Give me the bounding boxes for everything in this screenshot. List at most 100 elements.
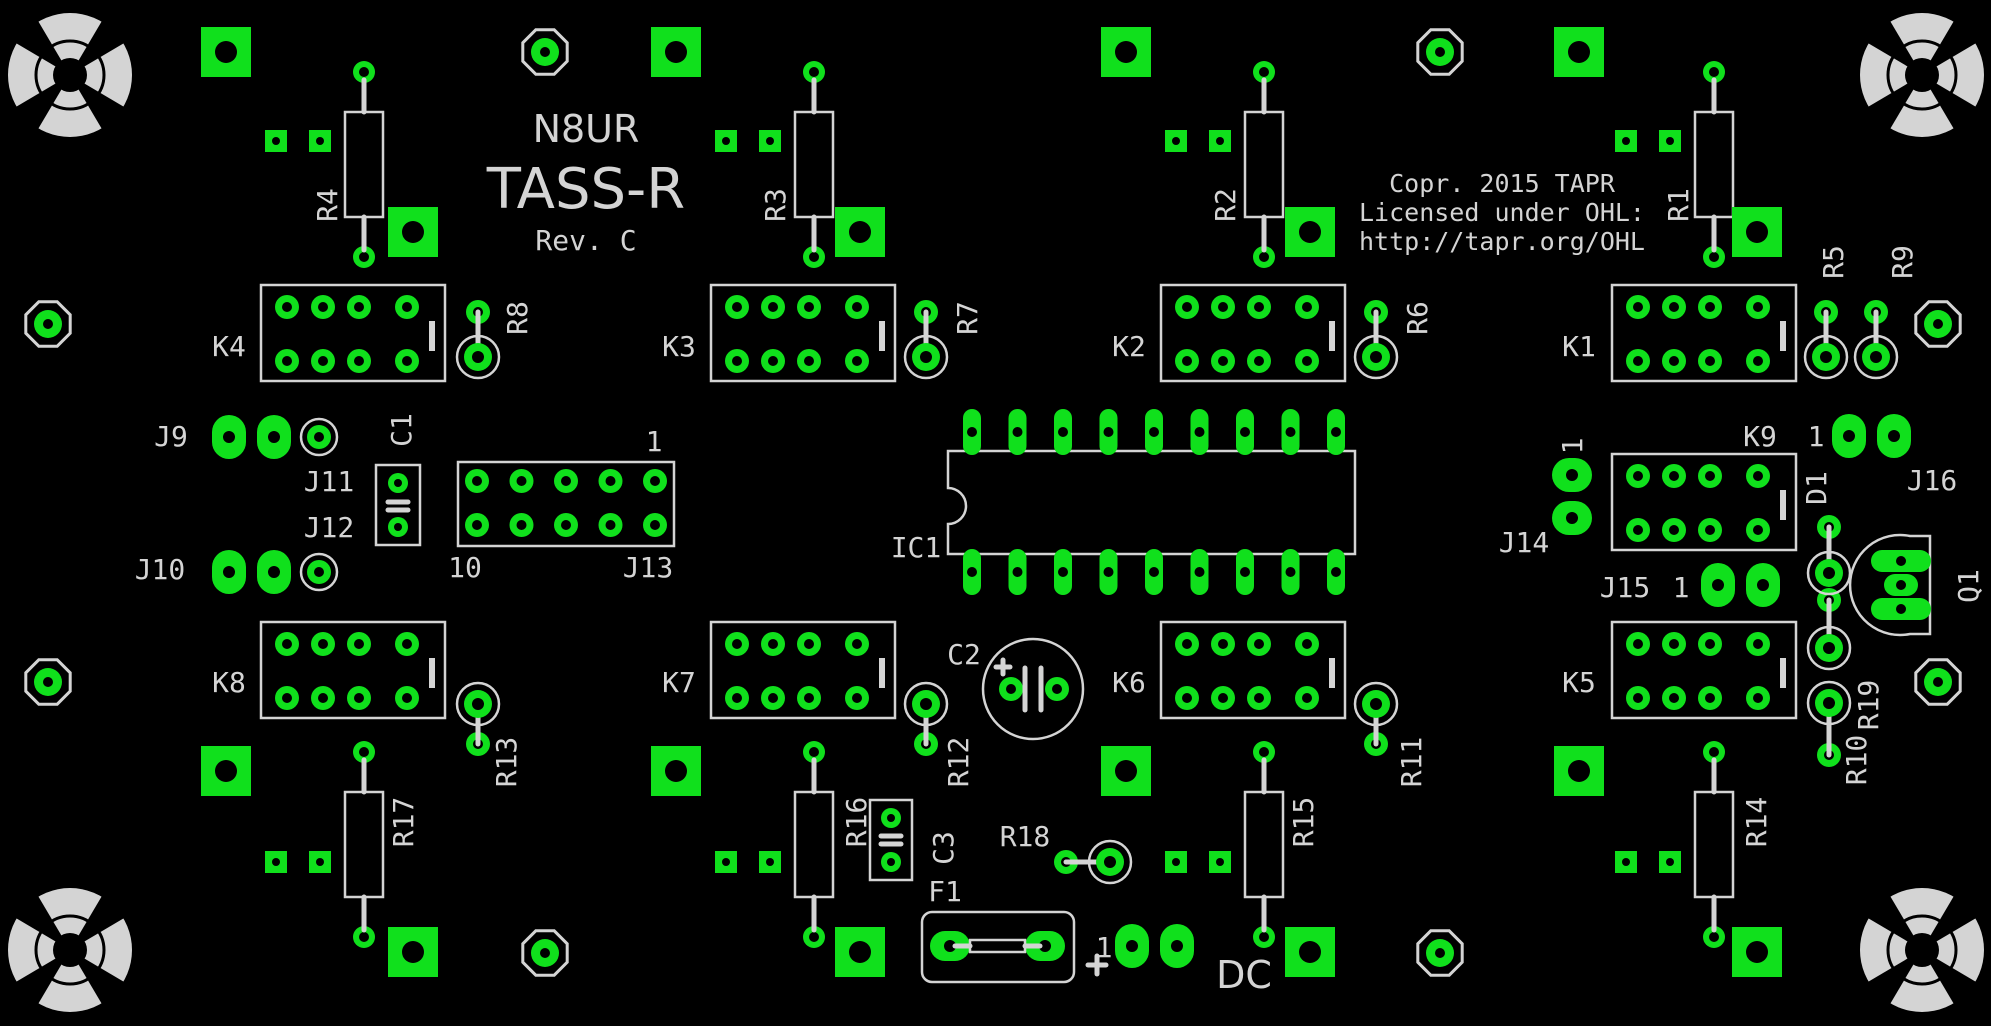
relay-outline [1610, 620, 1798, 720]
label-k4: K4 [212, 330, 246, 363]
pad-pair-7 [1165, 851, 1231, 873]
resistor-r14 [1693, 741, 1735, 948]
label-r19: R19 [1852, 680, 1885, 731]
jumper-outline [299, 552, 339, 592]
relay-k7 [709, 620, 897, 720]
relay-pad-hole [318, 639, 328, 649]
relay-pad-hole [1753, 471, 1763, 481]
relay-pad-hole [282, 302, 292, 312]
relay-pad-hole [1254, 639, 1264, 649]
jumper-pad-hole [1843, 430, 1855, 442]
relay-pad-hole [1705, 525, 1715, 535]
jumper-pad-hole [1712, 579, 1724, 591]
relay-pad-hole [1705, 639, 1715, 649]
relay-k3 [709, 283, 897, 383]
board-title: TASS-R [486, 157, 685, 222]
relay-pad-hole [318, 302, 328, 312]
relay-pad-hole [1705, 302, 1715, 312]
standoff-via-8 [1416, 929, 1464, 977]
relay-pad-hole [1633, 525, 1643, 535]
resistor-pad-bottom-hole [1259, 252, 1269, 262]
resistor-pad-bottom-hole [1823, 697, 1835, 709]
relay-pad-hole [768, 639, 778, 649]
cap-outline [981, 637, 1085, 741]
small-pad-hole [1216, 858, 1224, 866]
pin1-mark-j13: 1 [646, 425, 663, 458]
relay-pad-hole [1705, 693, 1715, 703]
relay-pad-hole [282, 356, 292, 366]
cap-pad-hole [887, 814, 895, 822]
small-pad-hole [1172, 858, 1180, 866]
relay-pad-hole [732, 356, 742, 366]
resistor-r5 [1803, 300, 1849, 380]
relay-pad-hole [804, 356, 814, 366]
relay-pad-hole [402, 302, 412, 312]
relay-k4 [259, 283, 447, 383]
label-r14: R14 [1740, 797, 1773, 848]
small-pad-hole [1622, 137, 1630, 145]
standoff-via-6 [1914, 658, 1962, 706]
header-pad-hole [650, 520, 660, 530]
resistor-pad-bottom-hole [472, 351, 484, 363]
header-pad-hole [472, 520, 482, 530]
square-pad-hole [402, 941, 424, 963]
header-pad-hole [605, 476, 616, 486]
square-pad-8 [1732, 207, 1782, 257]
resistor-r12 [903, 681, 949, 756]
fuse-f1 [920, 910, 1076, 984]
resistor-pad-bottom-hole [809, 252, 819, 262]
square-pad-7 [1285, 207, 1335, 257]
relay-pad-hole [354, 302, 364, 312]
resistor-pad-top-hole [1259, 67, 1269, 77]
via-outline [24, 658, 72, 706]
standoff-via-3 [24, 300, 72, 348]
relay-k2 [1159, 283, 1347, 383]
ic-pad-bottom-hole [1058, 567, 1068, 577]
ic-pad-top-hole [1058, 427, 1068, 437]
label-r16: R16 [840, 797, 873, 848]
relay-pad-hole [1254, 693, 1264, 703]
fuse-pad-hole [944, 940, 956, 952]
relay-pad-hole [1633, 639, 1643, 649]
label-c2: C2 [947, 638, 981, 671]
relay-pad-hole [318, 693, 328, 703]
ic-pad-bottom-hole [967, 567, 977, 577]
pad-pair-4 [1615, 130, 1681, 152]
resistor-pad-bottom-hole [809, 932, 819, 942]
label-ic1: IC1 [891, 531, 942, 564]
resistor-body [1243, 790, 1285, 899]
ic-pad-top-hole [1331, 427, 1341, 437]
label-r1: R1 [1662, 188, 1695, 222]
pin1-mark-j16: 1 [1808, 420, 1825, 453]
resistor-r9 [1853, 300, 1899, 380]
relay-pad-hole [852, 356, 862, 366]
relay-outline [1610, 283, 1798, 383]
small-pad-hole [272, 137, 280, 145]
label-d1: D1 [1800, 471, 1833, 505]
label-r15: R15 [1287, 797, 1320, 848]
label-k7: K7 [662, 666, 696, 699]
label-k2: K2 [1112, 330, 1146, 363]
resistor-pad-bottom-hole [920, 698, 932, 710]
label-j15: J15 [1600, 571, 1651, 604]
mounting-hole-gap [7, 12, 70, 75]
via-outline [1914, 300, 1962, 348]
relay-pad-hole [804, 693, 814, 703]
jumper-pad-hole [1566, 469, 1578, 481]
pin1-mark-dc: 1 [1096, 931, 1113, 964]
cap-pad-plus-hole [1006, 684, 1016, 694]
pin1-mark-j14: 1 [1556, 438, 1589, 455]
header-pad-hole [516, 476, 527, 486]
cap-outline [868, 798, 914, 882]
resistor-pad-top-hole [809, 747, 819, 757]
label-c3: C3 [927, 831, 960, 865]
relay-k5 [1610, 620, 1798, 720]
relay-pad-hole [1182, 693, 1192, 703]
via-outline [24, 300, 72, 348]
relay-pad-hole [1669, 693, 1679, 703]
ic-pad-bottom-hole [1149, 567, 1159, 577]
ic-pad-bottom-hole [1194, 567, 1205, 577]
relay-pad-hole [1254, 302, 1264, 312]
relay-pin1-mark [429, 321, 435, 351]
